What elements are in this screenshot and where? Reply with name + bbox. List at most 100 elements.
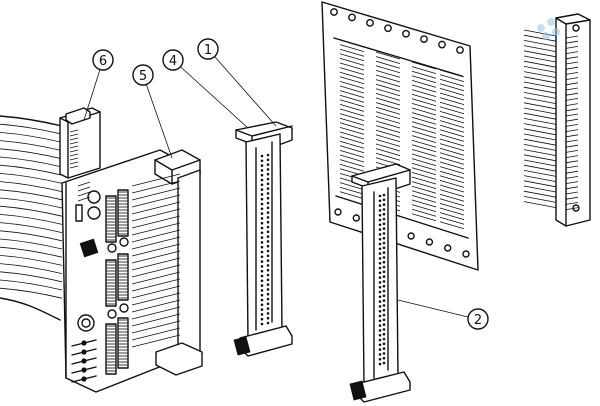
- edge-pin: [131, 278, 181, 292]
- header-pin: [523, 29, 557, 37]
- rail-hole: [378, 319, 382, 323]
- edge-pin: [131, 264, 181, 278]
- perf-strip: [375, 116, 401, 124]
- rail-hole: [266, 244, 270, 248]
- perf-strip: [439, 124, 465, 133]
- header-pin-stub: [565, 103, 579, 106]
- connector-tooth: [69, 149, 79, 153]
- rail-hole: [378, 281, 382, 284]
- header-pin-stub: [565, 139, 579, 143]
- edge-pin: [131, 208, 181, 222]
- mounting-hole: [402, 29, 410, 38]
- header-pin: [523, 86, 557, 94]
- perf-strip: [375, 102, 401, 110]
- mounting-hole: [384, 24, 392, 33]
- connector-tooth: [69, 153, 79, 157]
- header-pin-stub: [565, 124, 579, 127]
- rail-hole: [382, 304, 386, 307]
- connector-tooth: [69, 137, 79, 141]
- perf-strip: [439, 198, 465, 207]
- perf-strip: [339, 163, 365, 172]
- perf-strip: [411, 158, 437, 166]
- rail-hole: [382, 280, 386, 283]
- rail-hole: [260, 178, 264, 182]
- rail-hole: [378, 228, 382, 231]
- rail-hole: [260, 279, 264, 283]
- perf-strip: [411, 167, 437, 176]
- perf-strip: [375, 106, 401, 115]
- header-pin: [523, 154, 557, 162]
- rail-hole: [266, 187, 270, 190]
- header-pin-stub: [565, 61, 579, 65]
- header-pin: [523, 45, 557, 52]
- edge-pin: [131, 180, 181, 194]
- edge-pin: [131, 243, 181, 257]
- rail-hole: [378, 233, 382, 236]
- perf-strip: [439, 120, 465, 128]
- header-pin-stub: [565, 129, 579, 132]
- perf-strip: [375, 88, 401, 97]
- rail-hole: [266, 283, 270, 286]
- perf-strip: [339, 127, 365, 135]
- ribbon-wire: [0, 205, 63, 217]
- rail-hole: [382, 236, 386, 240]
- header-pin-stub: [565, 46, 579, 49]
- rail-hole: [382, 299, 386, 302]
- header-pin-stub: [565, 113, 579, 117]
- header-pin-stub: [565, 191, 579, 195]
- rail-hole: [260, 221, 264, 225]
- rail-hole: [266, 182, 270, 186]
- perf-strip: [439, 212, 465, 220]
- rail-hole: [382, 265, 386, 269]
- perf-strip: [411, 112, 437, 120]
- perf-strip: [411, 144, 437, 153]
- ribbon-wire: [0, 123, 63, 135]
- header-pin-stub: [565, 181, 579, 184]
- rail-hole: [266, 216, 270, 219]
- ribbon-wire: [0, 140, 63, 151]
- header-pin: [523, 34, 557, 42]
- perf-strip: [375, 148, 401, 156]
- rail-hole: [378, 300, 382, 303]
- rail-hole: [266, 225, 270, 229]
- rail-hole: [382, 347, 386, 350]
- perf-strip: [339, 81, 365, 89]
- perf-strip: [439, 78, 465, 87]
- perf-strip: [411, 172, 437, 180]
- perf-strip: [375, 125, 401, 133]
- edge-pin: [131, 173, 181, 187]
- rail-hole: [260, 284, 264, 287]
- rail-hole: [260, 322, 264, 326]
- perf-strip: [411, 190, 437, 199]
- header-pin: [523, 170, 557, 177]
- rail-hole: [382, 198, 386, 202]
- perf-strip: [375, 111, 401, 120]
- perf-strip: [375, 51, 401, 60]
- edge-pin: [131, 292, 181, 306]
- callout-2: 2: [467, 308, 489, 330]
- ribbon-edge: [0, 115, 63, 127]
- perf-strip: [339, 71, 365, 80]
- edge-pin: [131, 320, 181, 334]
- rail-hole: [382, 275, 386, 278]
- leader-lines: [83, 48, 469, 318]
- rail-hole: [266, 158, 270, 162]
- rail-hole: [378, 199, 382, 203]
- connector-tooth: [69, 133, 79, 137]
- card-guide-rail-left: [233, 121, 293, 357]
- header-pin-stub: [565, 176, 579, 179]
- rail-hole: [260, 188, 264, 191]
- perf-strip: [411, 107, 437, 116]
- perf-strip: [375, 79, 401, 87]
- rail-hole: [378, 261, 382, 265]
- mounting-hole: [438, 40, 446, 49]
- rail-hole: [382, 256, 386, 259]
- header-pin: [523, 133, 557, 141]
- perf-strip: [339, 159, 365, 167]
- perf-strip: [439, 221, 465, 230]
- perf-strip: [411, 93, 437, 102]
- perf-strip: [411, 70, 437, 79]
- rail-hole: [260, 317, 264, 321]
- rail-hole: [378, 314, 382, 318]
- rail-hole: [382, 332, 386, 336]
